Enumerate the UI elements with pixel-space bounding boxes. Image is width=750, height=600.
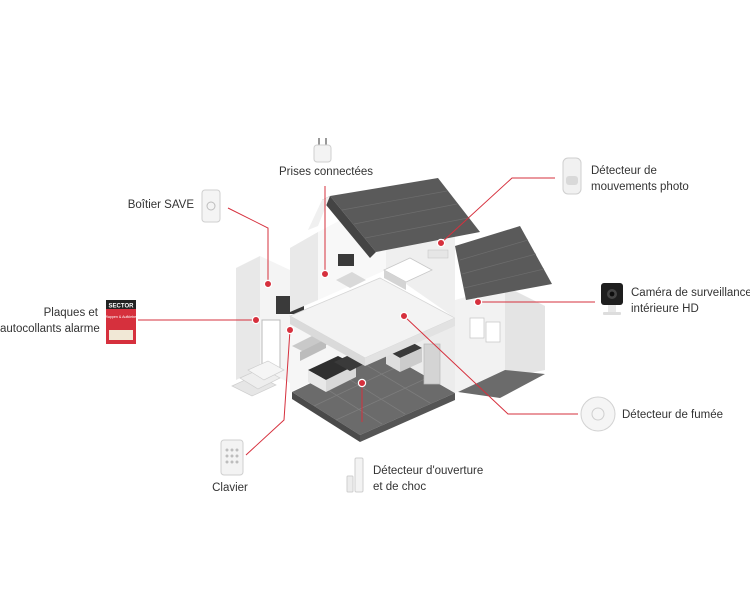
label-mouvements-line2: mouvements photo [591, 181, 689, 193]
dot-fumee[interactable] [399, 311, 409, 321]
sticker-brand: SECTOR [109, 304, 135, 310]
door-sensor-icon [346, 457, 364, 493]
sticker-text: Wappen & Aufkleber [105, 315, 138, 319]
save-box-icon [201, 189, 221, 223]
label-mouvements-line1: Détecteur de [591, 165, 657, 177]
label-camera: Caméra de surveillance intérieure HD [631, 285, 750, 317]
dot-plaques[interactable] [251, 315, 261, 325]
smart-plug-icon [313, 138, 332, 163]
line-fumee [403, 315, 578, 415]
label-plaques: Plaques et autocollants alarme [0, 305, 100, 337]
label-ouverture: Détecteur d'ouverture et de choc [373, 463, 483, 495]
alarm-sticker-icon: SECTOR Wappen & Aufkleber [105, 300, 138, 344]
label-ouverture-line1: Détecteur d'ouverture [373, 465, 484, 477]
connector-lines [138, 177, 595, 456]
dot-clavier[interactable] [285, 325, 295, 335]
dot-prises[interactable] [320, 269, 330, 279]
label-prises: Prises connectées [271, 164, 381, 180]
left-wing-wall [236, 256, 260, 380]
line-clavier [245, 329, 291, 456]
line-boitier [227, 207, 269, 282]
label-prises-text: Prises connectées [279, 166, 373, 178]
main-roof [330, 178, 480, 252]
line-mouvements [440, 177, 555, 244]
label-clavier-text: Clavier [212, 482, 248, 494]
motion-detector-icon [562, 157, 582, 195]
label-plaques-line2: autocollants alarme [0, 323, 100, 335]
dot-boitier[interactable] [263, 279, 273, 289]
label-clavier: Clavier [200, 480, 260, 496]
house-illustration [231, 178, 552, 442]
camera-icon [601, 283, 623, 315]
label-plaques-line1: Plaques et [43, 307, 98, 319]
keypad-icon [220, 439, 244, 476]
label-camera-line2: intérieure HD [631, 303, 699, 315]
dot-mouvements[interactable] [436, 238, 446, 248]
label-camera-line1: Caméra de surveillance [631, 287, 750, 299]
smoke-detector-icon [580, 396, 616, 432]
hotspot-dots [251, 238, 483, 388]
ground-floor-tiles [292, 350, 455, 435]
label-ouverture-line2: et de choc [373, 481, 427, 493]
label-fumee-text: Détecteur de fumée [622, 409, 724, 421]
label-boitier: Boîtier SAVE [110, 197, 194, 213]
dot-camera[interactable] [473, 297, 483, 307]
label-mouvements: Détecteur de mouvements photo [591, 163, 689, 195]
label-fumee: Détecteur de fumée [622, 407, 723, 423]
dot-ouverture[interactable] [357, 378, 367, 388]
label-boitier-text: Boîtier SAVE [127, 199, 194, 211]
